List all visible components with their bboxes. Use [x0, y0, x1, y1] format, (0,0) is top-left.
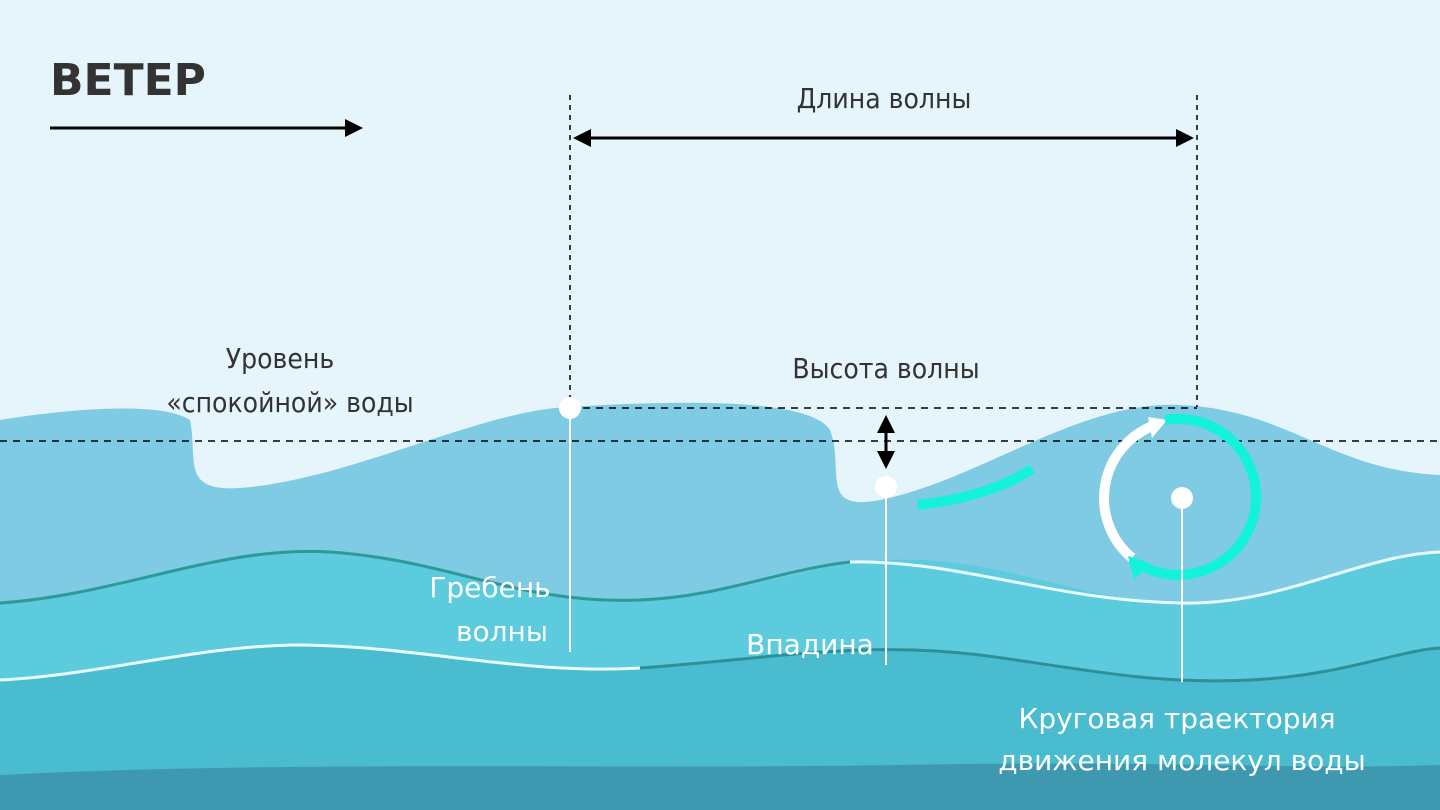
wavelength-label: Длина волны	[797, 82, 972, 115]
wave-height-label: Высота волны	[792, 352, 979, 385]
orbit-icon	[1099, 413, 1261, 580]
trough-label: Впадина	[746, 628, 874, 661]
wave-line-white-2	[0, 643, 641, 682]
still-water-label-1: Уровень	[226, 342, 334, 375]
wind-title: ВЕТЕР	[50, 55, 206, 106]
still-water-label-2: «спокойной» воды	[166, 386, 413, 419]
motion-arc	[917, 464, 1035, 510]
wave-line-dark-2	[639, 646, 1440, 683]
crest-dot	[559, 397, 581, 419]
wave-line-white	[849, 550, 1440, 605]
orbit-center-dot	[1171, 487, 1193, 509]
trough-dot	[875, 476, 897, 498]
wave-line-dark	[0, 549, 851, 605]
crest-label-1: Гребень	[429, 571, 550, 604]
crest-label-2: волны	[456, 615, 548, 648]
orbit-label-2: движения молекул воды	[998, 744, 1366, 777]
water-bottom	[0, 763, 1440, 810]
orbit-label-1: Круговая траектория	[1018, 702, 1335, 735]
